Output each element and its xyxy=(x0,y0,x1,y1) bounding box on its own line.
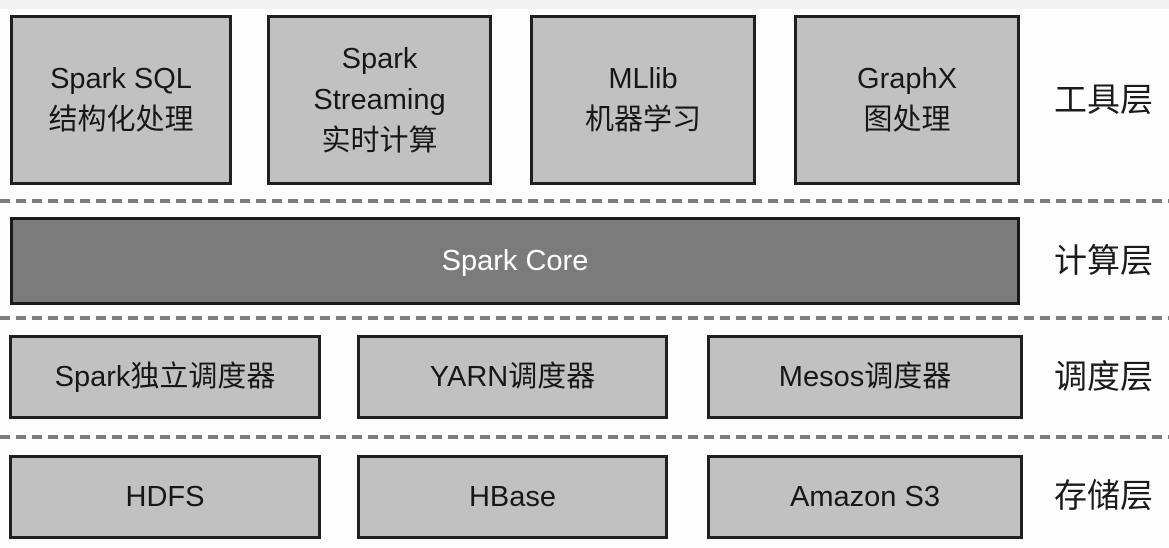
page-edge-strip xyxy=(0,0,1169,9)
layer-divider-3 xyxy=(0,435,1169,439)
box-spark-streaming: Spark Streaming 实时计算 xyxy=(267,15,492,185)
layer-divider-2 xyxy=(0,316,1169,320)
box-yarn-scheduler: YARN调度器 xyxy=(357,335,668,419)
box-graphx: GraphX 图处理 xyxy=(794,15,1020,185)
box-hbase: HBase xyxy=(357,455,668,539)
layer-label-scheduling: 调度层 xyxy=(1054,358,1153,395)
layer-divider-1 xyxy=(0,199,1169,203)
box-mllib: MLlib 机器学习 xyxy=(530,15,756,185)
box-spark-standalone-scheduler: Spark独立调度器 xyxy=(9,335,321,419)
layer-label-tools: 工具层 xyxy=(1054,81,1153,118)
box-amazon-s3: Amazon S3 xyxy=(707,455,1023,539)
box-spark-sql: Spark SQL 结构化处理 xyxy=(10,15,232,185)
box-spark-core: Spark Core xyxy=(10,217,1020,305)
box-mesos-scheduler: Mesos调度器 xyxy=(707,335,1023,419)
layer-label-compute: 计算层 xyxy=(1054,242,1153,279)
layer-label-storage: 存储层 xyxy=(1054,477,1153,514)
box-hdfs: HDFS xyxy=(9,455,321,539)
